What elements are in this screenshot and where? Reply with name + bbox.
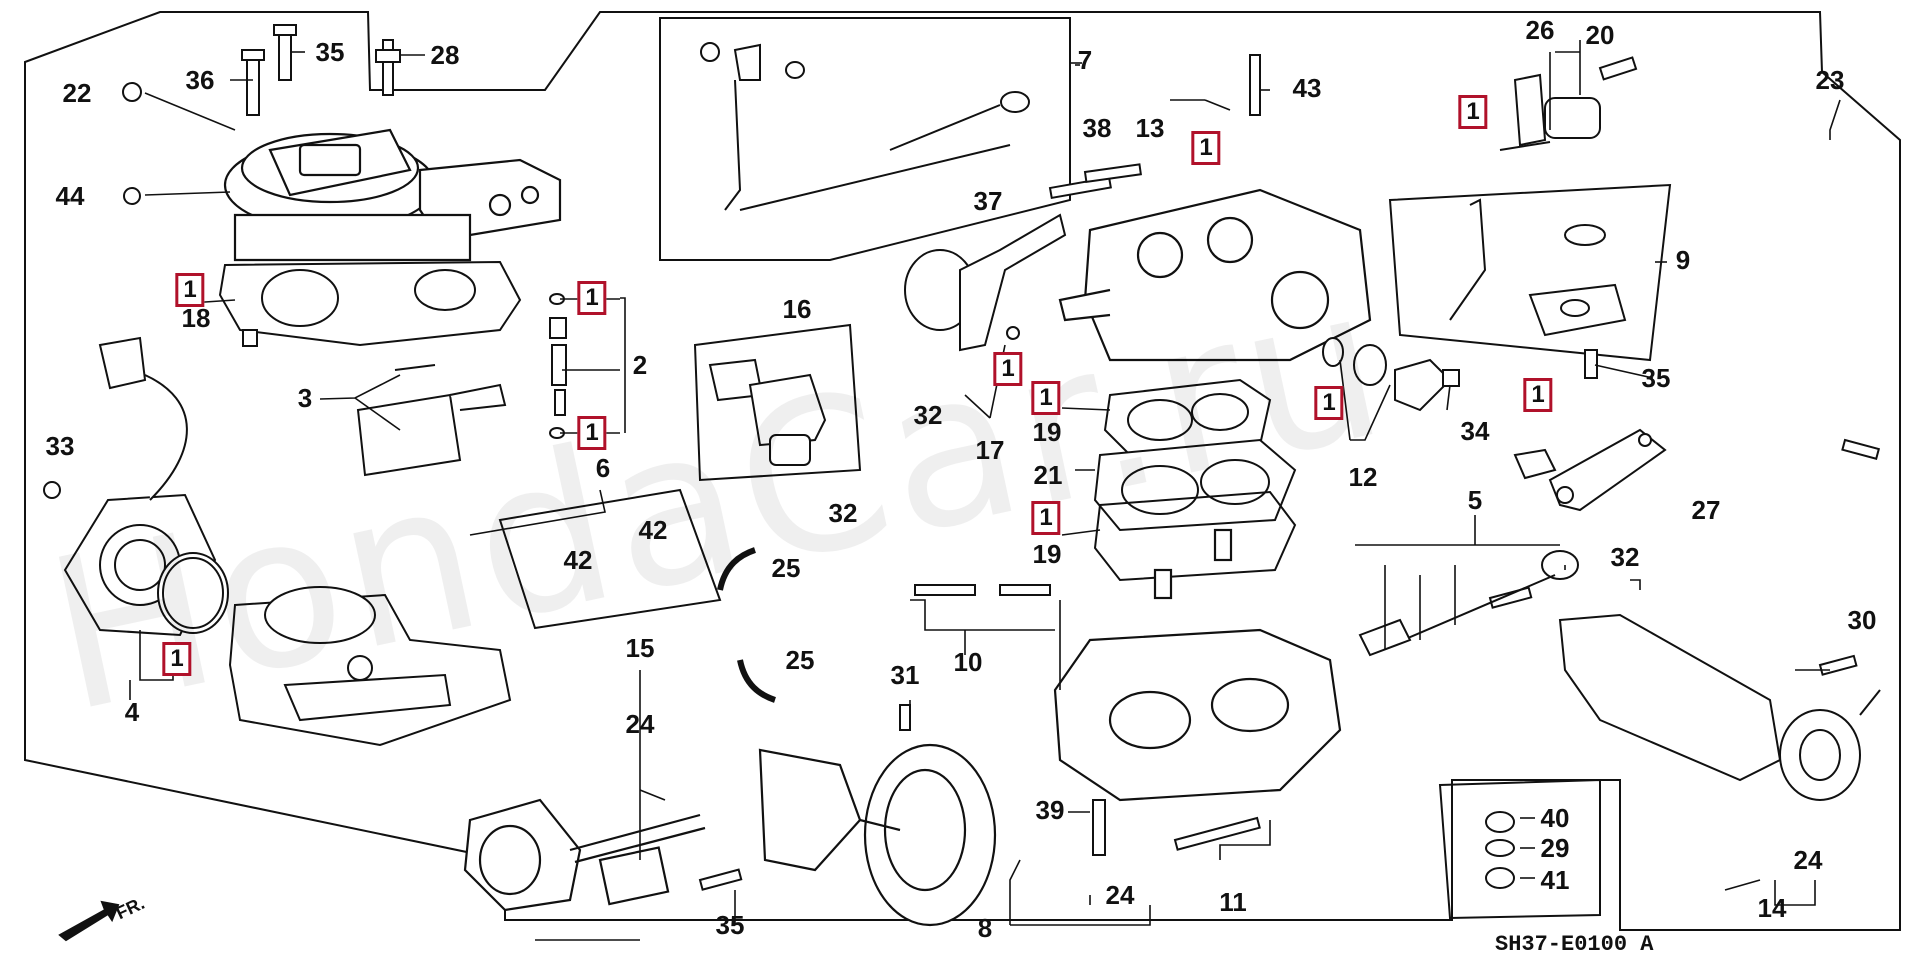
callout-33: 33	[45, 431, 75, 461]
marker-1-26: 1	[1458, 95, 1488, 129]
marker-1-12: 1	[1314, 386, 1344, 420]
vacuum-motor-15	[463, 798, 706, 912]
callout-24-c: 24	[1793, 845, 1823, 875]
callout-9: 9	[1675, 245, 1691, 275]
callout-19-a: 19	[1032, 417, 1062, 447]
callout-32-a: 32	[913, 400, 943, 430]
callout-32-c: 32	[1610, 542, 1640, 572]
callout-24-b: 24	[1105, 880, 1135, 910]
callout-30: 30	[1847, 605, 1877, 635]
callout-23: 23	[1815, 65, 1845, 95]
diagram-code: SH37-E0100 A	[1495, 932, 1653, 957]
callout-32-b: 32	[828, 498, 858, 528]
callout-43: 43	[1292, 73, 1322, 103]
choke-opener-4	[43, 336, 229, 637]
lower-left-body	[228, 586, 512, 747]
marker-1-19b: 1	[1031, 501, 1061, 535]
front-arrow	[58, 900, 120, 942]
callout-42-a: 42	[563, 545, 593, 575]
bracket-27	[1513, 428, 1667, 512]
callout-2: 2	[632, 350, 648, 380]
callout-35-a: 35	[315, 37, 345, 67]
callout-21: 21	[1033, 460, 1063, 490]
callout-36: 36	[185, 65, 215, 95]
callout-25-b: 25	[785, 645, 815, 675]
choke-housing-17	[904, 213, 1067, 352]
callout-31: 31	[890, 660, 920, 690]
group-box-16	[693, 323, 862, 482]
callout-39: 39	[1035, 795, 1065, 825]
bracket-right	[1558, 613, 1881, 801]
float-3	[356, 364, 507, 477]
callout-41: 41	[1540, 865, 1570, 895]
callout-42-b: 42	[638, 515, 668, 545]
callout-40: 40	[1540, 803, 1570, 833]
solenoid-26	[1499, 56, 1638, 151]
shaft-5	[1358, 574, 1556, 657]
marker-1-needle-top: 1	[577, 281, 607, 315]
throttle-body	[1053, 528, 1342, 802]
marker-1-o-ring: 1	[162, 642, 192, 676]
parts-group-9	[1449, 198, 1627, 337]
marker-1-gasket: 1	[175, 273, 205, 307]
parts-group-7	[700, 42, 1030, 211]
callout-26: 26	[1525, 15, 1555, 45]
callout-25-a: 25	[771, 553, 801, 583]
air-horn-cover	[223, 128, 562, 262]
callout-5: 5	[1467, 485, 1483, 515]
group-box-7	[659, 17, 1071, 261]
callout-8: 8	[977, 913, 993, 943]
callout-20: 20	[1585, 20, 1615, 50]
callout-12: 12	[1348, 462, 1378, 492]
callout-16: 16	[782, 294, 812, 324]
callout-22: 22	[62, 78, 92, 108]
callout-35-b: 35	[1641, 363, 1671, 393]
callout-13: 13	[1135, 113, 1165, 143]
callout-7: 7	[1077, 45, 1093, 75]
callout-10: 10	[953, 647, 983, 677]
top-gasket-18	[218, 260, 522, 347]
marker-1-19a: 1	[1031, 381, 1061, 415]
callout-18: 18	[181, 303, 211, 333]
marker-1-17: 1	[993, 352, 1023, 386]
hoses-25	[717, 547, 777, 703]
leader-lines	[129, 40, 1841, 941]
callout-15: 15	[625, 633, 655, 663]
diagram-code-text: SH37-E0100	[1495, 932, 1628, 957]
parts-group-12	[1322, 337, 1452, 412]
callout-44: 44	[55, 181, 85, 211]
callout-35-c: 35	[715, 910, 745, 940]
marker-1-gasket-right: 1	[1523, 378, 1553, 412]
screws-top-left	[122, 24, 401, 347]
callout-28: 28	[430, 40, 460, 70]
callout-24-a: 24	[625, 709, 655, 739]
diagram-code-suffix: A	[1640, 932, 1654, 957]
callout-6: 6	[595, 453, 611, 483]
callout-29: 29	[1540, 833, 1570, 863]
group-box-41	[1438, 778, 1601, 920]
diaphragm-8	[758, 743, 997, 927]
callout-19-b: 19	[1032, 539, 1062, 569]
marker-1-needle-bottom: 1	[577, 416, 607, 450]
callout-38: 38	[1082, 113, 1112, 143]
callout-17: 17	[975, 435, 1005, 465]
main-body	[1058, 188, 1372, 362]
callout-11: 11	[1219, 887, 1247, 917]
marker-1-13: 1	[1191, 131, 1221, 165]
gaskets-19-21	[1093, 378, 1297, 582]
callout-14: 14	[1757, 893, 1787, 923]
callout-27: 27	[1691, 495, 1721, 525]
callout-34: 34	[1460, 416, 1490, 446]
group-box-6	[498, 488, 722, 630]
misc-screws	[698, 54, 1881, 891]
callout-37: 37	[973, 186, 1003, 216]
callout-3: 3	[297, 383, 313, 413]
group-box-9	[1388, 183, 1672, 362]
callout-4: 4	[124, 697, 140, 727]
solenoid-16	[708, 358, 827, 466]
needle-valve-parts	[549, 293, 567, 439]
